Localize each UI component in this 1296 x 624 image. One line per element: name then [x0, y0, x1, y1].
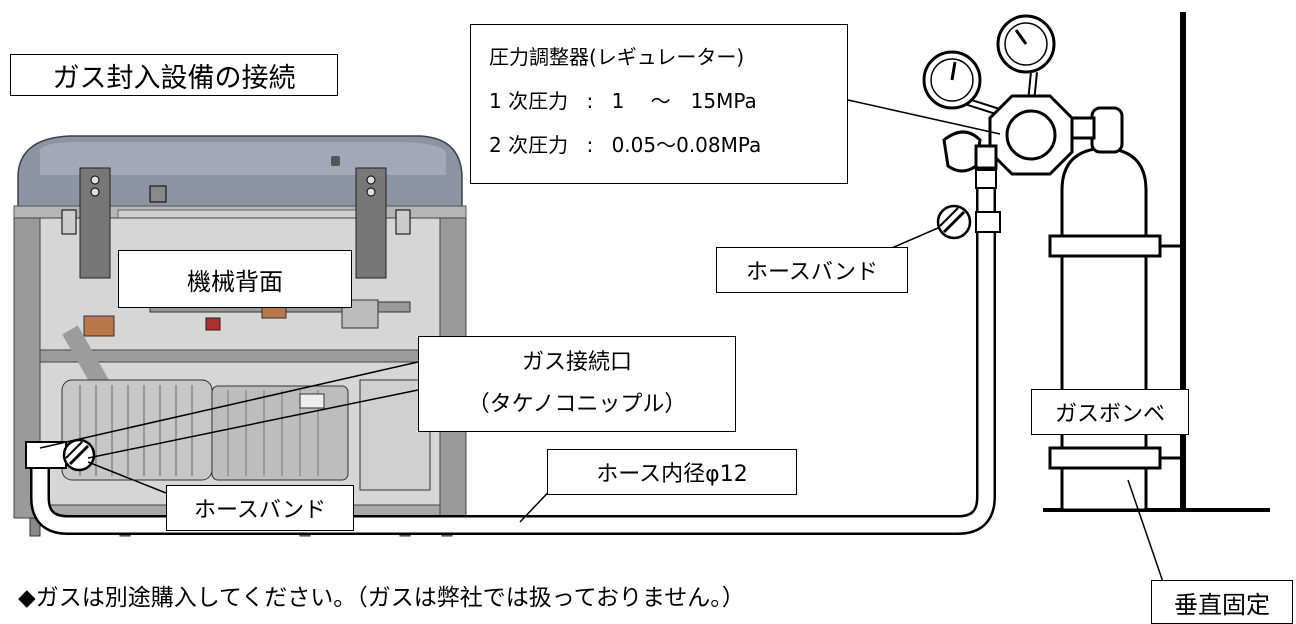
- gas-cylinder-label: ガスボンベ: [1031, 389, 1189, 435]
- hinge-left: [79, 167, 111, 279]
- secondary-pressure-label: 2 次圧力: [489, 133, 569, 157]
- cylinder-valve: [1090, 106, 1124, 154]
- primary-pressure-row: 1 次圧力 : 1 ～ 15MPa: [489, 79, 847, 123]
- gas-inlet-line2: （タケノコニップル）: [467, 392, 687, 417]
- machine-back-label: 機械背面: [118, 250, 352, 308]
- secondary-pressure-row: 2 次圧力 : 0.05～0.08MPa: [489, 123, 847, 167]
- copper-fitting-2: [83, 315, 115, 337]
- primary-pressure-label: 1 次圧力: [489, 89, 569, 113]
- page-title: ガス封入設備の接続: [10, 54, 338, 96]
- machine-illustration: [13, 135, 467, 537]
- secondary-pressure-value: 0.05～0.08MPa: [611, 133, 762, 157]
- hinge-right: [355, 167, 387, 279]
- motor: [211, 385, 349, 481]
- gas-inlet-label: ガス接続口 （タケノコニップル）: [418, 336, 736, 432]
- machine-lid-top: [40, 142, 446, 175]
- secondary-separator: :: [586, 133, 594, 157]
- footnote: ◆ガスは別途購入してください。（ガスは弊社では扱っておりません。）: [18, 585, 745, 611]
- lid-latch-icon: [331, 156, 340, 166]
- regulator-spec-box: 圧力調整器(レギュレーター) 1 次圧力 : 1 ～ 15MPa 2 次圧力 :…: [470, 24, 848, 184]
- primary-separator: :: [586, 89, 594, 113]
- hose-band-right-label: ホースバンド: [716, 247, 908, 293]
- primary-pressure-value: 1 ～ 15MPa: [611, 89, 757, 113]
- gas-inlet-line1: ガス接続口: [521, 350, 632, 375]
- vertical-fix-label: 垂直固定: [1151, 580, 1293, 624]
- pressure-regulator: [922, 14, 1096, 176]
- hose-diameter-label: ホース内径φ12: [547, 449, 797, 495]
- hose-band-left-label: ホースバンド: [166, 485, 354, 531]
- regulator-title: 圧力調整器(レギュレーター): [489, 45, 745, 69]
